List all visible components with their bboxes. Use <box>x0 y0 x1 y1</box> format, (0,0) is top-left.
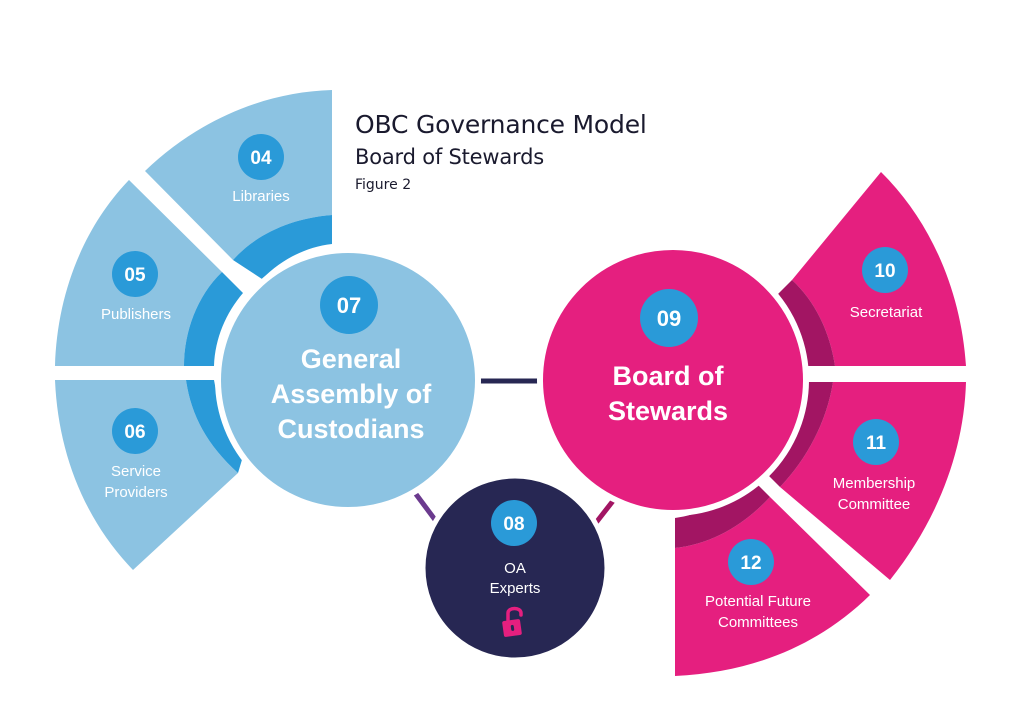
label-secretariat: Secretariat <box>850 304 923 321</box>
segment-libraries <box>145 90 332 260</box>
badge-12 <box>728 539 774 585</box>
badge-09 <box>640 289 698 347</box>
label-potential-line2: Committees <box>718 614 798 631</box>
badge-number-06: 06 <box>124 422 145 443</box>
label-oa: OA <box>504 560 526 577</box>
segment-service-providers <box>55 380 238 570</box>
open-padlock-icon <box>502 606 523 637</box>
hub-left-line1: General <box>301 344 402 374</box>
hub-right-line2: Stewards <box>608 396 728 426</box>
left-fan <box>55 90 332 570</box>
badge-number-05: 05 <box>124 265 146 286</box>
badge-11 <box>853 419 899 465</box>
hub-right-line1: Board of <box>613 361 725 391</box>
badge-number-11: 11 <box>866 433 887 454</box>
label-service-line2: Providers <box>104 484 167 501</box>
hub-general-assembly <box>215 247 481 513</box>
badge-number-08: 08 <box>503 514 524 535</box>
hub-board-of-stewards <box>537 244 809 516</box>
badge-number-12: 12 <box>740 553 761 574</box>
badge-10 <box>862 247 908 293</box>
figure-label: Figure 2 <box>355 177 412 193</box>
label-potential-line1: Potential Future <box>705 593 811 610</box>
badge-number-10: 10 <box>874 261 895 282</box>
label-experts: Experts <box>490 580 541 597</box>
badge-07 <box>320 276 378 334</box>
badge-06 <box>112 408 158 454</box>
label-publishers: Publishers <box>101 306 171 323</box>
hub-left-line3: Custodians <box>277 414 424 444</box>
inner-band-secretariat <box>771 280 835 366</box>
inner-band-libraries <box>233 215 332 279</box>
page-title: OBC Governance Model <box>355 110 647 139</box>
node-oa-experts <box>420 473 610 663</box>
badges <box>112 134 908 585</box>
label-membership-line2: Committee <box>838 496 911 513</box>
label-service-line1: Service <box>111 463 161 480</box>
badge-08 <box>491 500 537 546</box>
badge-number-09: 09 <box>657 306 681 331</box>
inner-band-publishers <box>184 272 243 366</box>
segment-potential-future-committees <box>675 497 870 676</box>
label-libraries: Libraries <box>232 188 290 205</box>
segment-membership-committee <box>780 382 966 580</box>
inner-band-service-providers <box>186 380 244 473</box>
badge-number-04: 04 <box>250 148 272 169</box>
badge-04 <box>238 134 284 180</box>
hub-left-line2: Assembly of <box>271 379 433 409</box>
badge-number-07: 07 <box>337 293 361 318</box>
page-subtitle: Board of Stewards <box>355 145 544 169</box>
badge-05 <box>112 251 158 297</box>
title-block: OBC Governance Model Board of Stewards F… <box>355 108 647 198</box>
label-membership-line1: Membership <box>833 475 916 492</box>
